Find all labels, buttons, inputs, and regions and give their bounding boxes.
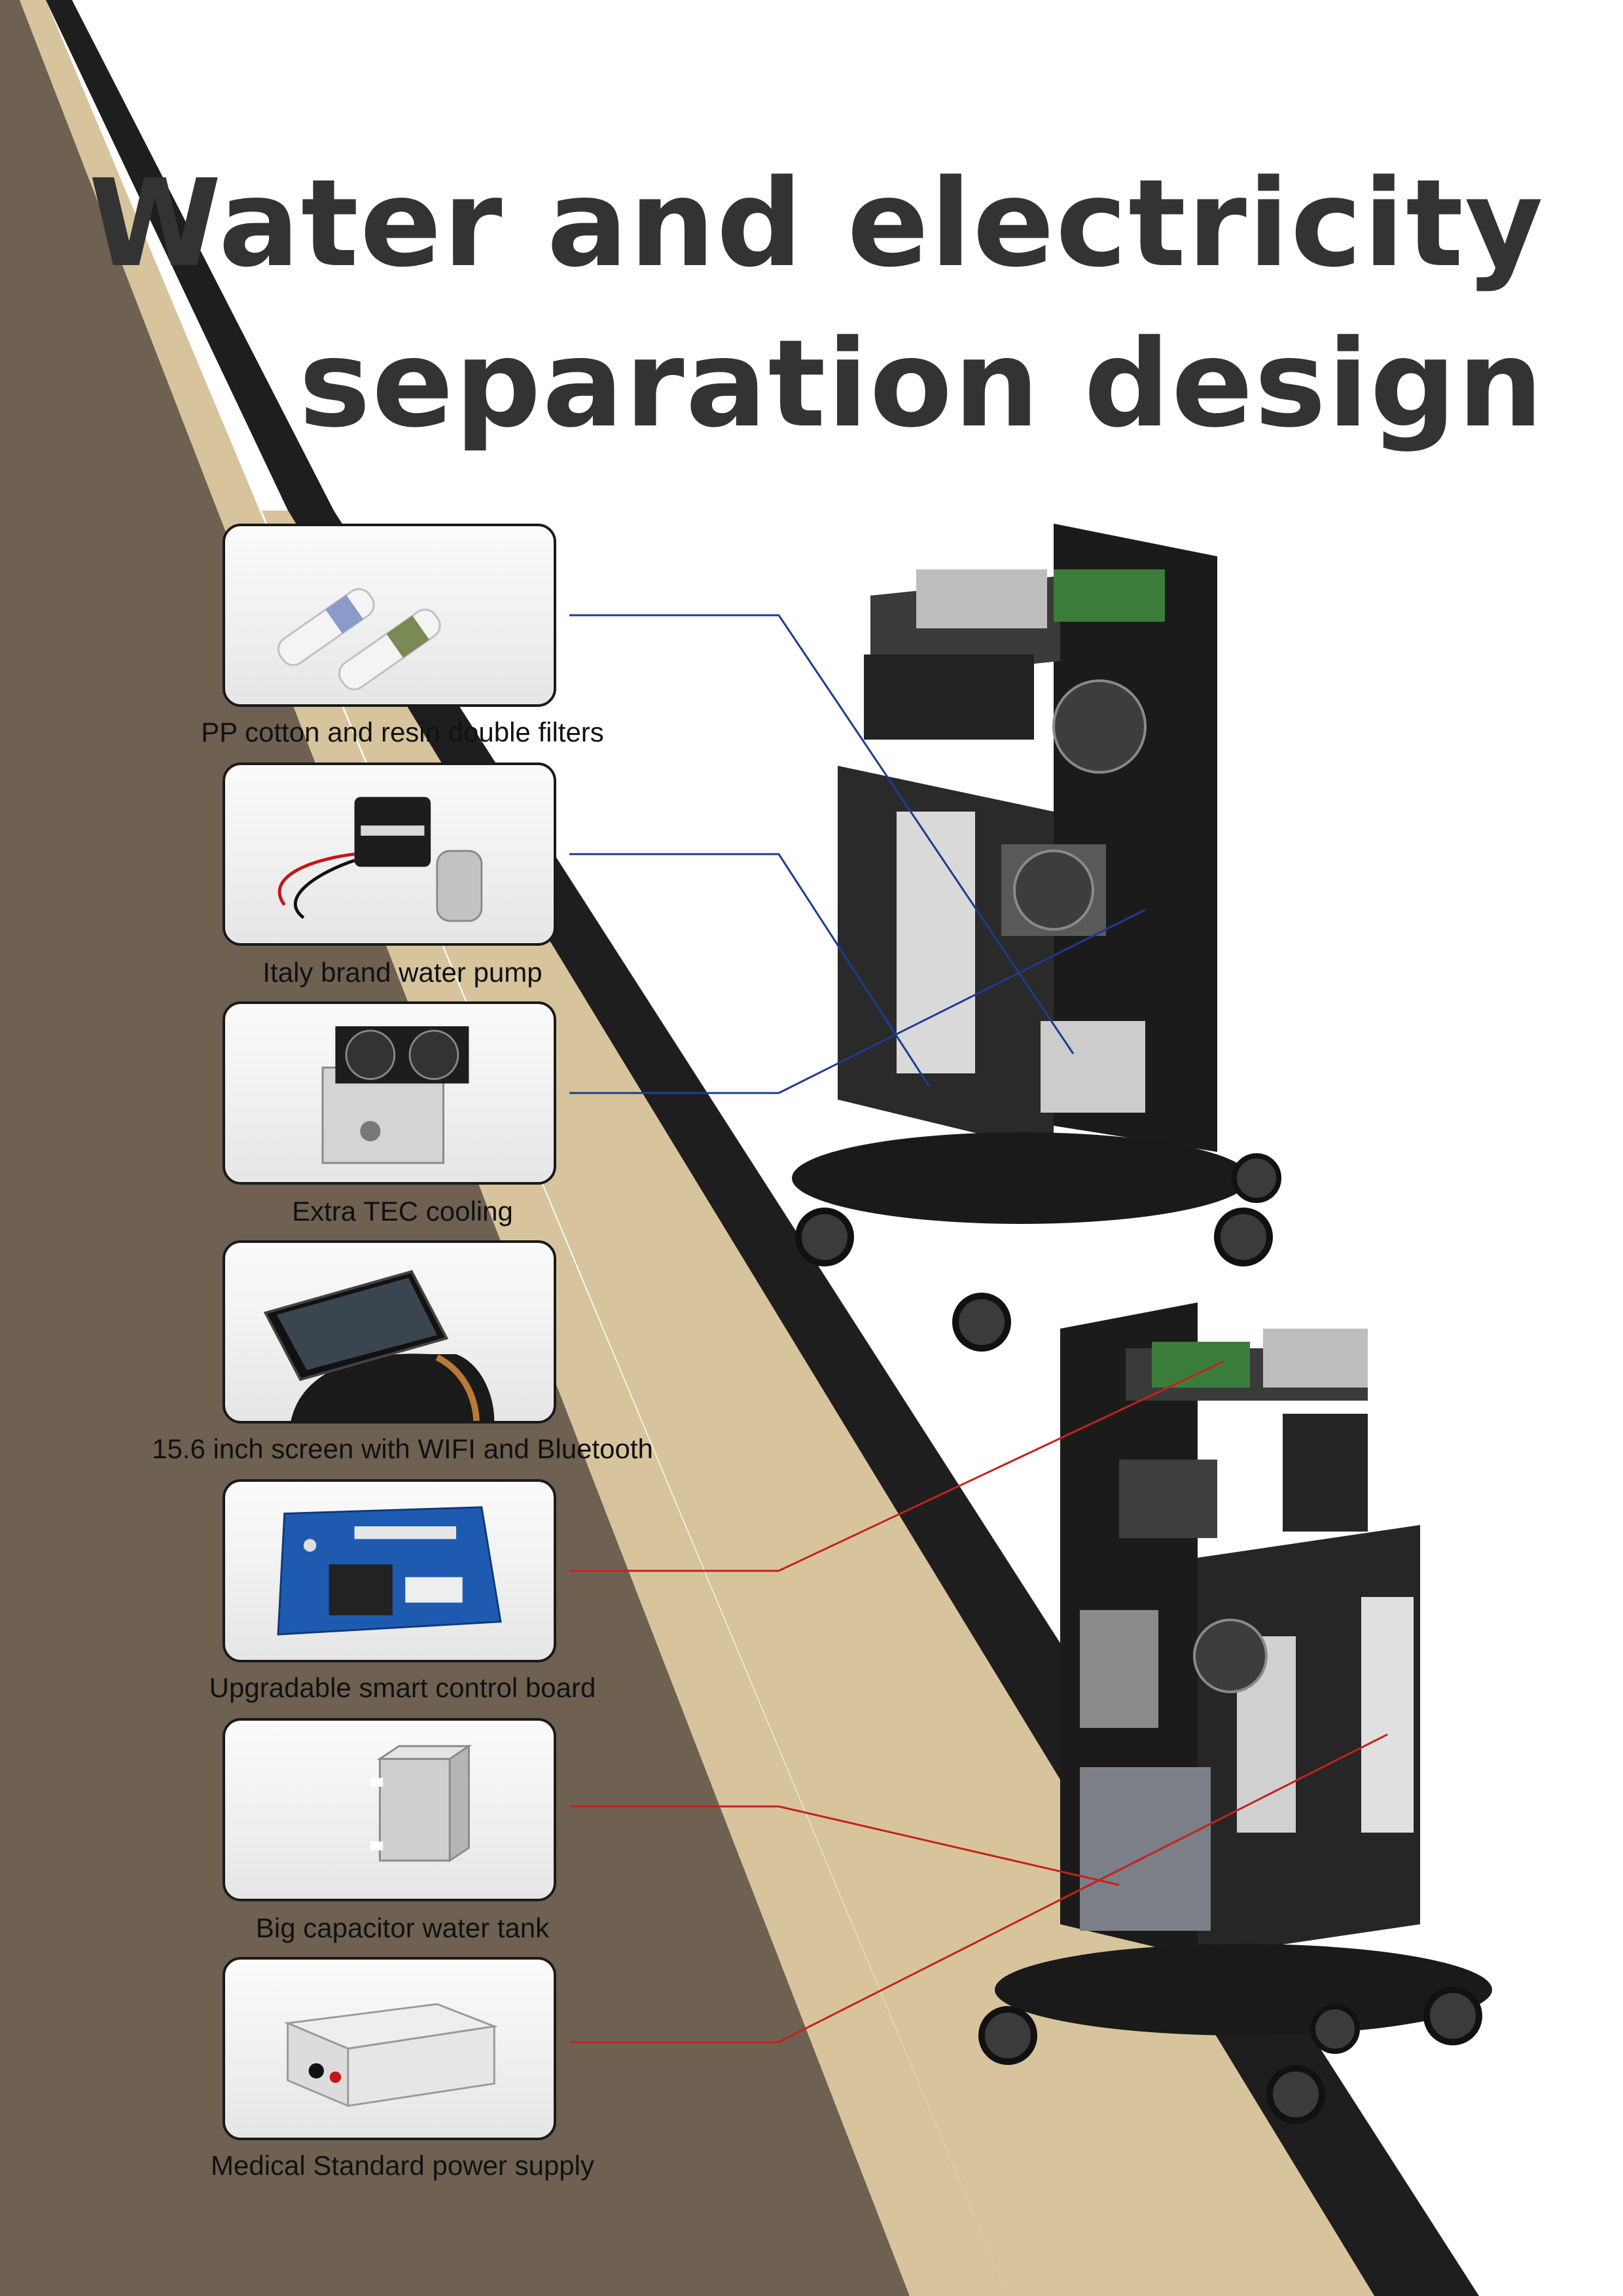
feature-image-control-board xyxy=(223,1479,556,1662)
page-title-line-2: separation design xyxy=(298,314,1544,454)
feature-image-pump xyxy=(223,762,556,946)
control-board-icon xyxy=(277,1506,502,1636)
feature-label-power-supply: Medical Standard power supply xyxy=(211,2150,594,2181)
feature-label-filters: PP cotton and resin double filters xyxy=(201,717,604,747)
filter-cartridges-icon xyxy=(277,588,441,691)
touch-screen-icon xyxy=(263,1270,495,1421)
feature-image-screen xyxy=(223,1240,556,1424)
feature-image-power-supply xyxy=(223,1957,556,2140)
feature-label-pump: Italy brand water pump xyxy=(262,957,543,988)
feature-label-control-board: Upgradable smart control board xyxy=(209,1672,596,1703)
water-tank-icon xyxy=(370,1744,473,1863)
tec-cooling-icon xyxy=(321,1026,469,1164)
page-title-line-1: Water and electricity xyxy=(88,154,1544,294)
water-pump-icon xyxy=(277,797,483,922)
power-supply-icon xyxy=(284,2003,498,2108)
feature-image-water-tank xyxy=(223,1718,556,1901)
feature-image-filters xyxy=(223,524,556,707)
black-diagonal-stripe xyxy=(46,0,1479,2296)
feature-label-tec: Extra TEC cooling xyxy=(292,1196,513,1227)
feature-label-water-tank: Big capacitor water tank xyxy=(255,1912,550,1943)
feature-label-screen: 15.6 inch screen with WIFI and Bluetooth xyxy=(152,1433,653,1464)
feature-image-tec xyxy=(223,1001,556,1185)
